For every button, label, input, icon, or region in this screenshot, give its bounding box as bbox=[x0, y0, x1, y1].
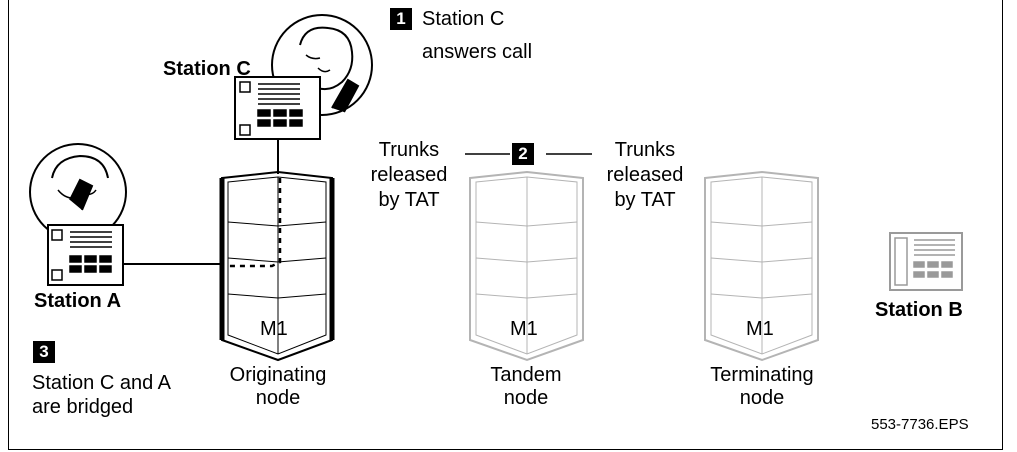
bridge-path-dashed bbox=[228, 178, 282, 268]
tandem-node-cabinet bbox=[469, 170, 584, 362]
station-a-phone-icon bbox=[47, 224, 124, 286]
trunks-left-line3: by TAT bbox=[378, 189, 440, 211]
step-2-badge: 2 bbox=[512, 143, 534, 165]
originating-node-model: M1 bbox=[260, 318, 288, 340]
trunks-left-line1: Trunks bbox=[378, 139, 440, 161]
terminating-node-name-line1: Terminating bbox=[710, 364, 814, 386]
trunks-right-line3: by TAT bbox=[614, 189, 676, 211]
station-b-phone-icon bbox=[889, 232, 963, 291]
tandem-node-name-line2: node bbox=[503, 387, 549, 409]
trunks-right-line2: released bbox=[606, 164, 684, 186]
terminating-node-cabinet bbox=[704, 170, 819, 362]
step-3-text-line1: Station C and A bbox=[32, 372, 171, 394]
station-c-phone-icon bbox=[234, 76, 321, 140]
station-a-label: Station A bbox=[34, 290, 122, 312]
step-1-badge: 1 bbox=[390, 8, 412, 30]
terminating-node-name-line2: node bbox=[739, 387, 785, 409]
tandem-node-name-line1: Tandem bbox=[490, 364, 562, 386]
step-3-badge: 3 bbox=[33, 341, 55, 363]
station-b-label: Station B bbox=[875, 299, 963, 321]
diagram-frame bbox=[8, 0, 1003, 450]
originating-node-name-line1: Originating bbox=[229, 364, 327, 386]
station-a-person-icon bbox=[29, 143, 127, 241]
trunks-left-line2: released bbox=[370, 164, 448, 186]
figure-id: 553-7736.EPS bbox=[871, 416, 969, 433]
tandem-node-model: M1 bbox=[510, 318, 538, 340]
step-1-text-line1: Station C bbox=[422, 8, 505, 30]
step-1-text-line2: answers call bbox=[422, 41, 533, 63]
originating-node-name-line2: node bbox=[255, 387, 301, 409]
step-3-text-line2: are bridged bbox=[32, 396, 134, 418]
trunks-right-line1: Trunks bbox=[614, 139, 676, 161]
station-c-label: Station C bbox=[163, 58, 251, 80]
terminating-node-model: M1 bbox=[746, 318, 774, 340]
